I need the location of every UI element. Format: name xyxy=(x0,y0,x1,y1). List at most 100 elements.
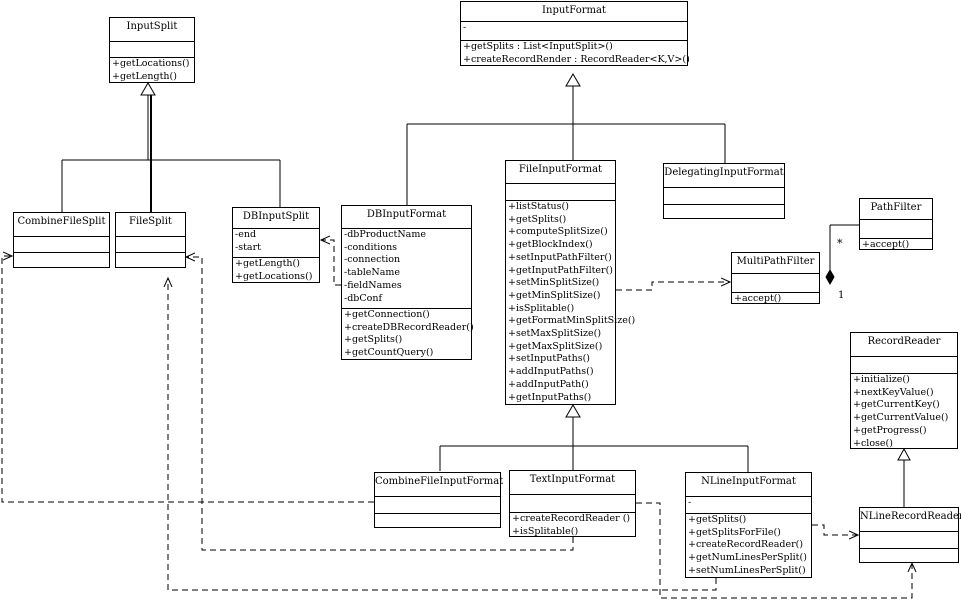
operations-compartment: +getLocations()+getLength() xyxy=(110,57,194,83)
operation-item: +getMaxSplitSize() xyxy=(508,340,603,352)
class-fileinputformat: FileInputFormat +listStatus()+getSplits(… xyxy=(505,160,635,405)
operation-item: +addInputPaths() xyxy=(508,366,594,378)
class-recordreader: RecordReader +initialize()+nextKeyValue(… xyxy=(850,332,958,449)
class-name: MultiPathFilter xyxy=(736,256,815,267)
class-name: FileInputFormat xyxy=(518,164,603,175)
dependency-nlineinputformat-nlinerecordreader xyxy=(812,524,858,535)
operations-compartment xyxy=(664,204,784,205)
operations-compartment xyxy=(375,513,500,514)
operation-item: +nextKeyValue() xyxy=(853,386,934,398)
class-dbinputformat: DBInputFormat -dbProductName-conditions-… xyxy=(341,205,474,360)
operations-compartment: +initialize()+nextKeyValue()+getCurrentK… xyxy=(851,373,957,450)
attributes-compartment xyxy=(860,219,932,238)
operations-compartment: +getLength()+getLocations() xyxy=(233,257,319,283)
class-name: TextInputFormat xyxy=(529,474,616,485)
operation-item: +setMinSplitSize() xyxy=(508,277,600,289)
operations-compartment xyxy=(860,548,958,549)
operation-item: +getSplits : List<InputSplit>() xyxy=(463,41,613,52)
operation-item: +getInputPathFilter() xyxy=(508,264,613,276)
dependency-fileinputformat-multipathfilter xyxy=(616,282,730,291)
class-inputformat: InputFormat - +getSplits : List<InputSpl… xyxy=(460,1,690,66)
class-inputsplit: InputSplit +getLocations()+getLength() xyxy=(109,17,195,83)
operation-item: +getSplitsForFile() xyxy=(688,526,781,538)
operation-item: +accept() xyxy=(862,239,910,250)
class-pathfilter: PathFilter +accept() xyxy=(859,198,933,250)
class-name: NLineInputFormat xyxy=(701,476,796,487)
operation-item: +getLength() xyxy=(235,258,300,269)
attributes-compartment xyxy=(860,531,958,548)
attributes-compartment xyxy=(116,236,185,252)
operations-compartment: +listStatus()+getSplits()+computeSplitSi… xyxy=(506,200,635,404)
operation-item: +getLocations() xyxy=(235,270,313,282)
multiplicity-pathfilter-end: * xyxy=(837,237,843,250)
operation-item: +close() xyxy=(853,437,893,449)
operations-compartment: +getSplits()+getSplitsForFile()+createRe… xyxy=(686,513,811,578)
class-name: InputSplit xyxy=(126,21,178,32)
class-name: NLineRecordReader xyxy=(860,511,961,522)
attribute-item: -dbConf xyxy=(344,292,382,304)
dependency-combinefileinputformat-combinefilesplit xyxy=(1,256,374,503)
attributes-compartment: - xyxy=(461,21,687,40)
class-name: InputFormat xyxy=(542,5,606,16)
operation-item: +computeSplitSize() xyxy=(508,226,608,238)
generalization-to-fileinputformat xyxy=(439,404,749,472)
class-textinputformat: TextInputFormat +createRecordReader ()+i… xyxy=(509,470,636,537)
attribute-item: - xyxy=(688,497,692,508)
operation-item: +createRecordRender : RecordReader<K,V>(… xyxy=(463,53,690,65)
operation-item: +getProgress() xyxy=(853,424,927,436)
operation-item: +setMaxSplitSize() xyxy=(508,328,602,340)
class-name: PathFilter xyxy=(870,202,922,213)
attributes-compartment xyxy=(510,494,635,512)
dependency-textinputformat-nlinerecordreader xyxy=(636,502,912,599)
attributes-compartment xyxy=(506,183,615,200)
dependency-dbinputformat-dbinputsplit xyxy=(321,240,341,286)
operation-item: +getBlockIndex() xyxy=(508,239,593,251)
operation-item: +createDBRecordReader() xyxy=(344,321,474,333)
operation-item: +setInputPaths() xyxy=(508,353,591,365)
attributes-compartment xyxy=(851,356,957,373)
class-name: FileSplit xyxy=(129,216,172,227)
generalization-to-inputformat xyxy=(406,73,726,205)
operation-item: +getLocations() xyxy=(112,58,190,69)
class-name: DelegatingInputFormat xyxy=(664,167,784,178)
operations-compartment: +createRecordReader ()+isSplitable() xyxy=(510,512,635,538)
class-name: RecordReader xyxy=(867,336,941,347)
operation-item: +initialize() xyxy=(853,374,910,385)
operation-item: +setInputPathFilter() xyxy=(508,251,612,263)
class-nlineinputformat: NLineInputFormat - +getSplits()+getSplit… xyxy=(685,472,812,578)
dependency-nlineinputformat-filesplit xyxy=(168,278,717,591)
operation-item: +setNumLinesPerSplit() xyxy=(688,564,806,576)
class-filesplit: FileSplit xyxy=(115,212,186,268)
attribute-item: -dbProductName xyxy=(344,229,426,240)
operations-compartment xyxy=(116,252,185,253)
attribute-item: -fieldNames xyxy=(344,279,402,291)
operation-item: +accept() xyxy=(734,293,782,304)
operation-item: +listStatus() xyxy=(508,201,569,212)
operations-compartment: +getSplits : List<InputSplit>()+createRe… xyxy=(461,40,690,66)
attributes-compartment: - xyxy=(686,496,811,513)
dependency-textinputformat-filesplit xyxy=(186,257,574,551)
attributes-compartment xyxy=(732,273,819,292)
attributes-compartment xyxy=(110,41,194,57)
attributes-compartment xyxy=(664,187,784,204)
attribute-item: -conditions xyxy=(344,241,398,253)
operations-compartment xyxy=(14,252,109,253)
operation-item: +getConnection() xyxy=(344,309,430,320)
operation-item: +createRecordReader() xyxy=(688,539,804,551)
class-name: CombineFileSplit xyxy=(17,216,106,227)
class-name: CombineFileInputFormat xyxy=(375,476,504,487)
class-combinefileinputformat: CombineFileInputFormat xyxy=(374,472,504,528)
class-delegatinginputformat: DelegatingInputFormat xyxy=(663,163,785,219)
class-multipathfilter: MultiPathFilter +accept() xyxy=(731,252,820,304)
attribute-item: -tableName xyxy=(344,267,401,279)
operation-item: +addInputPath() xyxy=(508,378,589,390)
attribute-item: -connection xyxy=(344,254,401,266)
generalization-to-inputsplit xyxy=(61,82,281,212)
generalization-to-recordreader xyxy=(897,447,911,507)
attribute-item: -end xyxy=(235,229,257,240)
operation-item: +getSplits() xyxy=(688,514,747,525)
operations-compartment: +accept() xyxy=(732,292,819,306)
class-name: DBInputSplit xyxy=(242,211,310,222)
attributes-compartment: -end-start xyxy=(233,228,319,257)
